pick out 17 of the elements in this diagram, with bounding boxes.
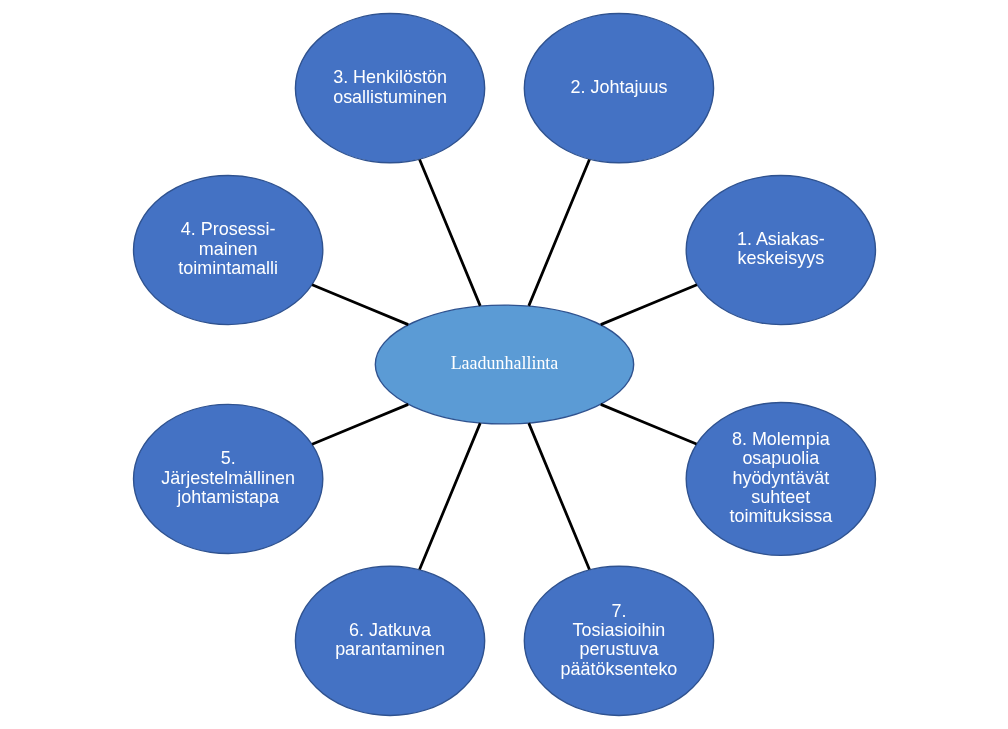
node-ellipse: 5. Järjestelmällinen johtamistapa [132, 403, 323, 555]
connector [527, 422, 591, 571]
node-ellipse: 4. Prosessi- mainen toimintamalli [132, 174, 323, 326]
connector [417, 422, 481, 571]
connector [527, 158, 591, 307]
connector [311, 403, 409, 446]
node-ellipse: 3. Henkilöstön osallistuminen [294, 12, 485, 164]
node-ellipse: 1. Asiakas- keskeisyys [685, 174, 876, 326]
connector [599, 403, 697, 446]
connector [311, 283, 409, 326]
node-ellipse: 7. Tosiasioihin perustuva päätöksenteko [523, 565, 714, 717]
connector [599, 283, 697, 326]
connector [417, 158, 481, 307]
node-ellipse: 6. Jatkuva parantaminen [294, 565, 485, 717]
node-ellipse: Laadunhallinta [374, 304, 634, 425]
node-ellipse: 2. Johtajuus [523, 12, 714, 164]
node-ellipse: 8. Molempia osapuolia hyödyntävät suhteet toimituksissa [685, 401, 876, 557]
